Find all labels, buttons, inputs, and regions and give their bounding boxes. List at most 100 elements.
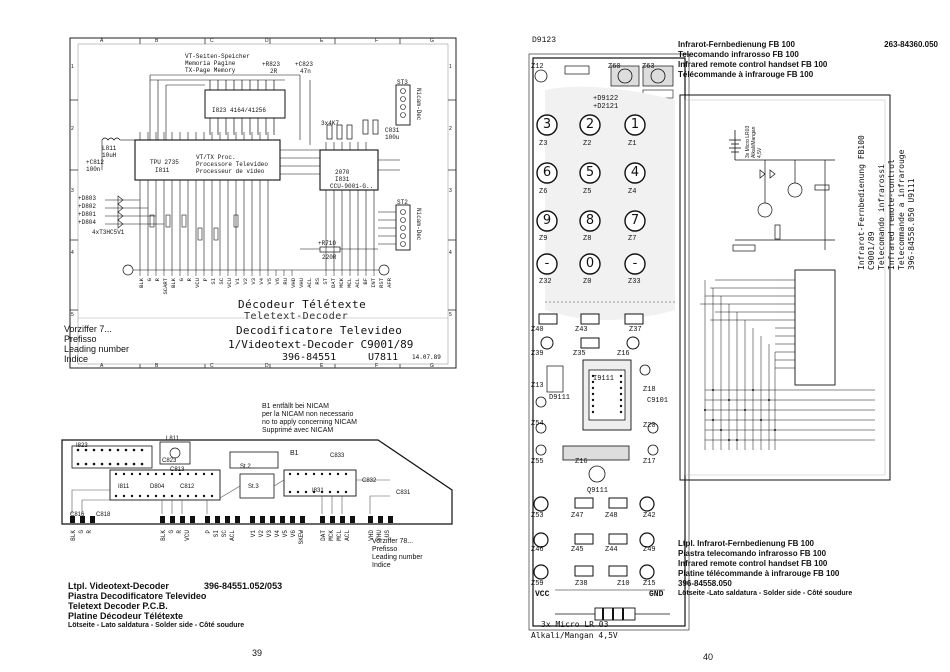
schematic-pin-label: VHD [290, 278, 297, 288]
remote-zone-label: Z9 [539, 235, 548, 243]
grid-number: 5 [449, 312, 452, 318]
pcb-pin-label: DAT [320, 530, 327, 541]
remote-zone-label: Z0 [583, 278, 592, 286]
processor-label: VT/TX Proc. Processore Televideo Process… [196, 154, 268, 175]
pcb-pin-label: SKEW [298, 530, 305, 545]
diode-label: +D802 [78, 203, 97, 210]
memory-label-line: TX-Page Memory [185, 67, 236, 74]
remote-zone-label: Z10 [617, 580, 630, 588]
pcb-caption-part: 396-84551.052/053 [204, 581, 283, 591]
remote-heading-row: Infrarot-Fernbedienung FB 100 263-84360.… [678, 40, 938, 50]
schematic-pin-label: V1 [234, 278, 241, 285]
schematic-pin-label: VCU [194, 278, 201, 288]
processor-label-line: Processeur de video [196, 168, 265, 175]
schematic-pin-label: V6 [274, 278, 281, 285]
schematic-pin-label: R [154, 278, 161, 282]
grid-number: 2 [71, 126, 74, 132]
schematic-pin-label: BLK [138, 278, 145, 288]
remote-heading: Infrarot-Fernbedienung FB 100 263-84360.… [678, 40, 938, 80]
remote-pcb-caption-side: Lötseite -Lato saldatura - Solder side -… [678, 590, 853, 597]
grid-number: 5 [71, 312, 74, 318]
pcb-pin-label: R [86, 530, 93, 534]
remote-key-label: 8 [585, 213, 595, 228]
r823-label: +R823 [262, 61, 281, 68]
note-line: no to apply concerning NICAM [262, 419, 357, 426]
remote-pcb-caption-fr: Platine télécommande à infrarouge FB 100 [678, 569, 840, 578]
page-number-right: 40 [703, 652, 714, 662]
pcb-pin-label: ACL [344, 530, 351, 541]
remote-zone-label: Z6 [539, 188, 548, 196]
pcb-pin-label: P [205, 530, 212, 534]
memory-chip-label: I823 4164/41256 [212, 107, 267, 114]
remote-key-label: 2 [585, 117, 595, 132]
grid-letter: E [320, 38, 324, 44]
pcb-pin-label: MCK [328, 530, 335, 541]
schematic-pin-label: V4 [258, 278, 265, 285]
remote-key-label: 3 [542, 117, 552, 132]
remote-z12: Z12 [531, 63, 544, 71]
pcb-label-c813: C813 [170, 467, 185, 473]
grid-letter: B [155, 38, 159, 44]
remote-pcb-caption-de: Ltpl. Infrarot-Fernbedienung FB 100 [678, 539, 815, 548]
remote-zone-label: Z32 [539, 278, 552, 286]
pcb-pin-label: BLK [160, 530, 167, 541]
remote-zone-label: Z17 [643, 458, 656, 466]
remote-zone-label: Z1 [628, 140, 637, 148]
note-line: per la NICAM non necessario [262, 411, 354, 418]
grid-letter: F [375, 363, 379, 369]
prefix-line: Leading number [64, 344, 130, 354]
schematic-title-line: Telecomando infrarossi [877, 164, 886, 270]
pcb-pin-label: R [176, 530, 183, 534]
schematic-title-line: Infrared remote-control [887, 159, 896, 270]
schematic-pin-label: SC [218, 278, 225, 285]
schematic-pin-label: DAT [330, 278, 337, 288]
remote-zone-label: Z44 [605, 546, 618, 554]
grid-letter: D [265, 38, 269, 44]
remote-zone-label: Z37 [629, 326, 642, 334]
grid-number: 1 [449, 64, 452, 70]
remote-zone-label: Z3 [539, 140, 548, 148]
grid-number: 4 [71, 250, 74, 256]
c823-value: 47n [300, 68, 311, 75]
pcb-pin-label: G [168, 530, 175, 534]
remote-zone-label: Z45 [571, 546, 584, 554]
schematic-pin-label: SI [210, 278, 217, 285]
remote-battery-note: 3x Micro LR03 Alkali/Mangan 4,5V [745, 125, 763, 158]
schematic-title-line: Telecommande a infrarouge [897, 149, 906, 270]
schematic-title-code: 1/Videotext-Decoder C9001/89 [228, 338, 414, 351]
c812-value: 100n [86, 166, 101, 173]
diode-label: +D803 [78, 195, 97, 202]
remote-key-label: 7 [630, 213, 640, 228]
pcb-label-b1: B1 [290, 450, 299, 457]
remote-zone-label: Z2 [583, 140, 592, 148]
grid-letter: C [210, 38, 214, 44]
schematic-pin-label: MCK [338, 278, 345, 288]
remote-zone-label: Z40 [531, 326, 544, 334]
diode-label: +D801 [78, 211, 97, 218]
schematic-version: U7811 [368, 352, 399, 363]
schematic-date: 14.07.89 [412, 354, 441, 361]
schematic-pin-label: G [178, 278, 185, 282]
schematic-pin-label: SCART [162, 278, 169, 295]
remote-zone-label: Z53 [531, 512, 544, 520]
remote-zone-label: Z7 [628, 235, 637, 243]
schematic-pin-label: BF [362, 278, 369, 285]
remote-heading-en: Infrared remote control handset FB 100 [678, 60, 828, 69]
i811-label: I811 [155, 167, 170, 174]
remote-zone-label: Z43 [575, 326, 588, 334]
remote-pcb-caption-part: 396-84558.050 [678, 579, 732, 588]
l811-value: 10uH [102, 152, 117, 159]
remote-zone-label: Z48 [605, 512, 618, 520]
schematic-part-number: 396-84551 [282, 352, 337, 363]
c823-label: +C823 [295, 61, 314, 68]
left-schematic-drawing [69, 37, 457, 369]
schematic-pin-label: ST [322, 278, 329, 285]
remote-key-label: 9 [542, 213, 552, 228]
remote-heading-fr: Télécommande à infrarouge FB 100 [678, 70, 814, 79]
processor-label-line: Processore Televideo [196, 161, 269, 168]
schematic-pin-label: P [202, 278, 209, 282]
remote-heading-it: Telecomando infrarosso FB 100 [678, 50, 799, 59]
grid-letter: B [155, 363, 159, 369]
schematic-pin-label: G [146, 278, 153, 282]
